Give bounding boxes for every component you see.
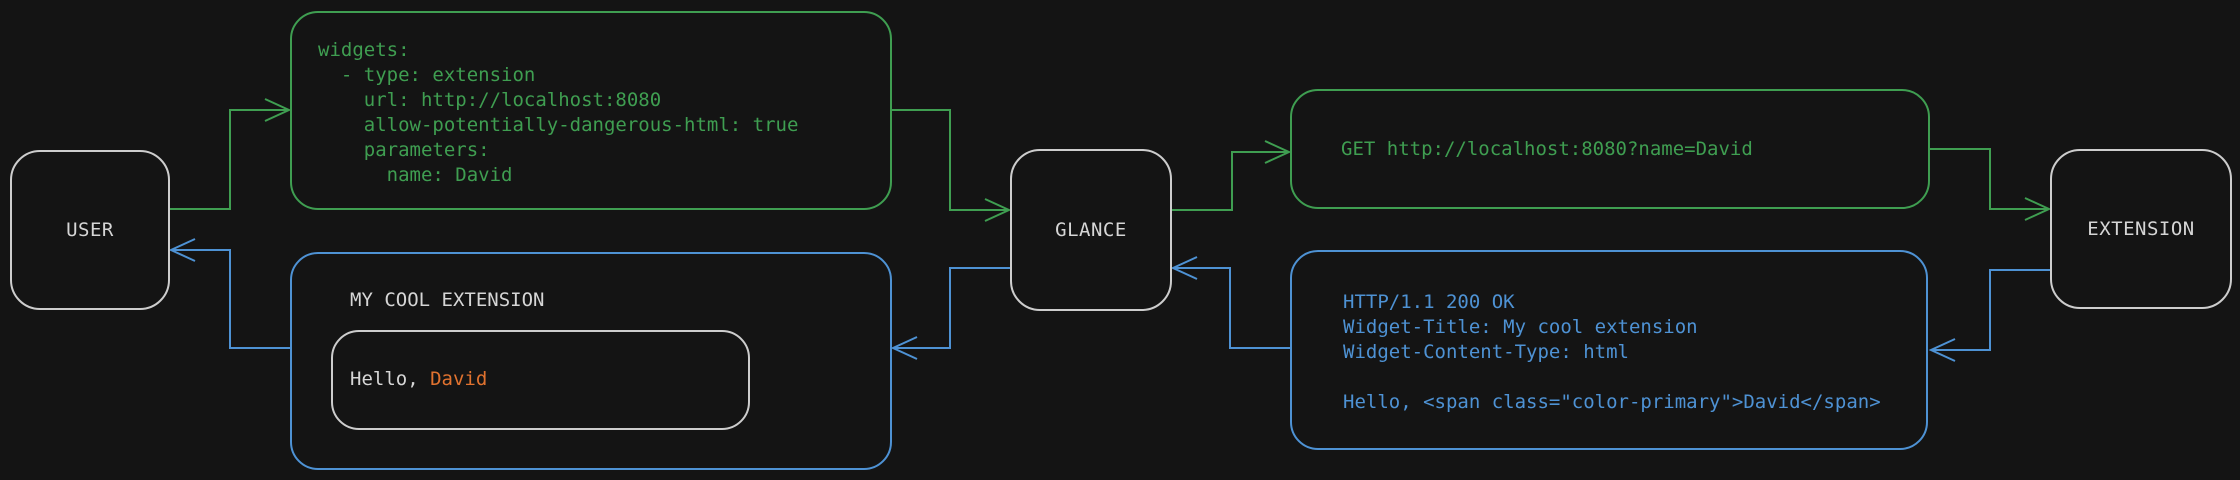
config-yaml-box bbox=[290, 11, 892, 210]
arrow-response-to-glance bbox=[1174, 267, 1293, 349]
greeting-name: David bbox=[430, 368, 488, 390]
arrow-widget-to-user-head bbox=[168, 238, 196, 262]
http-response-box bbox=[1290, 250, 1928, 450]
node-user: USER bbox=[10, 150, 170, 310]
arrow-glance-to-widget-head bbox=[890, 336, 918, 360]
arrow-extension-to-response bbox=[1932, 269, 2050, 351]
arrow-response-to-glance-head bbox=[1170, 256, 1198, 280]
widget-content-frame bbox=[331, 330, 750, 430]
arrow-extension-to-response-head bbox=[1928, 338, 1956, 362]
arrow-request-to-extension bbox=[1929, 148, 2048, 210]
arrow-glance-to-request bbox=[1172, 151, 1288, 211]
http-response-code: HTTP/1.1 200 OK Widget-Title: My cool ex… bbox=[1343, 291, 1881, 413]
arrow-user-to-config-head bbox=[264, 98, 292, 122]
arrow-config-to-glance bbox=[892, 109, 1008, 211]
widget-greeting: Hello, David bbox=[350, 367, 487, 392]
arrow-config-to-glance-head bbox=[984, 198, 1012, 222]
http-request-box bbox=[1290, 89, 1930, 209]
arrow-request-to-extension-head bbox=[2024, 197, 2052, 221]
arrow-glance-to-request-head bbox=[1264, 140, 1292, 164]
config-yaml-code: widgets: - type: extension url: http://l… bbox=[318, 39, 799, 186]
arrow-glance-to-widget bbox=[894, 267, 1010, 349]
http-request-text: GET http://localhost:8080?name=David bbox=[1341, 138, 1753, 160]
node-extension-label: EXTENSION bbox=[2087, 218, 2195, 240]
node-user-label: USER bbox=[66, 219, 114, 241]
arrow-widget-to-user bbox=[172, 249, 291, 349]
node-extension: EXTENSION bbox=[2050, 149, 2232, 309]
greeting-prefix: Hello, bbox=[350, 368, 431, 390]
widget-title: MY COOL EXTENSION bbox=[350, 289, 545, 311]
rendered-widget-box bbox=[290, 252, 892, 470]
node-glance-label: GLANCE bbox=[1055, 219, 1127, 241]
arrow-user-to-config bbox=[170, 109, 288, 210]
node-glance: GLANCE bbox=[1010, 149, 1172, 311]
